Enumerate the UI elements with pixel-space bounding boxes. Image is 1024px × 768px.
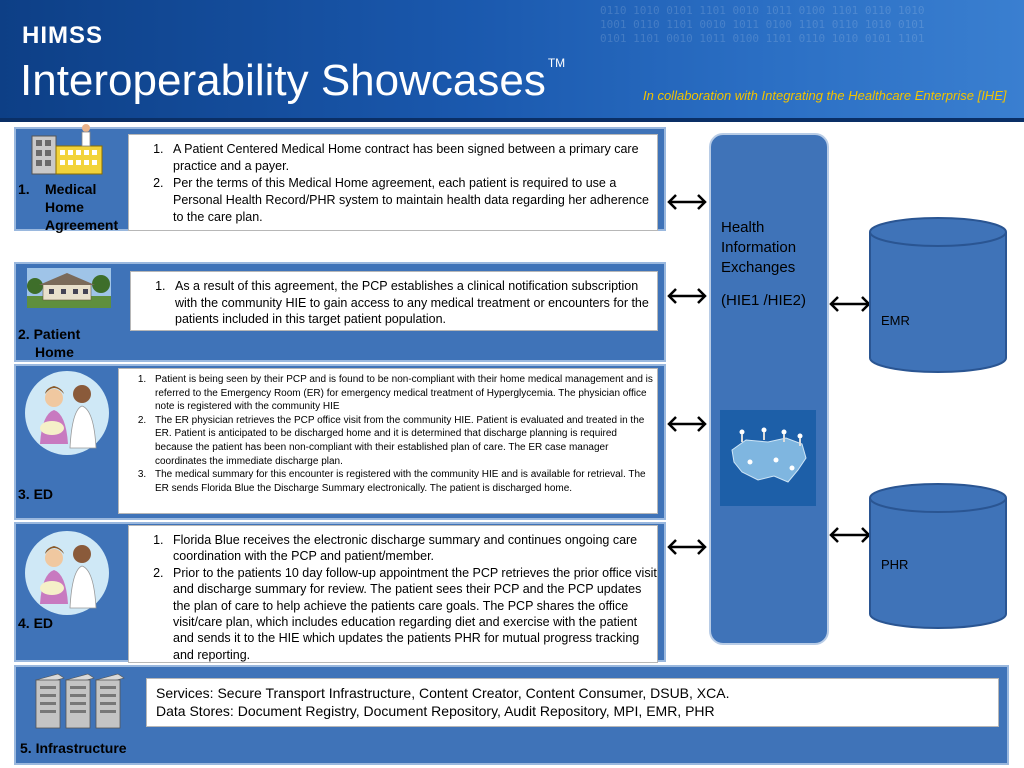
doctor-patient-icon — [25, 531, 109, 615]
phr-database-icon — [869, 483, 1007, 629]
lane-1-number: 1. — [18, 181, 30, 197]
binary-decoration: 0110 1010 0101 1101 0010 1011 0100 1101 … — [600, 4, 925, 45]
double-arrow-icon — [667, 416, 707, 432]
list-item: The ER physician retrieves the PCP offic… — [149, 414, 657, 468]
double-arrow-icon — [667, 194, 707, 210]
hie-column: Health Information Exchanges (HIE1 /HIE2… — [709, 133, 829, 645]
hie-title-line: Exchanges — [721, 259, 796, 276]
list-item: As a result of this agreement, the PCP e… — [169, 278, 657, 328]
double-arrow-icon — [667, 288, 707, 304]
header-banner: 0110 1010 0101 1101 0010 1011 0100 1101 … — [0, 0, 1024, 122]
lane-4-label: 4. ED — [18, 615, 54, 631]
title-text: Interoperability Showcases — [20, 56, 546, 105]
lane-1-label-line: Home — [45, 199, 84, 215]
header-stripe — [0, 118, 1024, 122]
lane-1-textbox: A Patient Centered Medical Home contract… — [128, 134, 658, 231]
list-item: The medical summary for this encounter i… — [149, 468, 657, 495]
doctor-patient-icon — [25, 371, 109, 455]
infrastructure-label: 5. Infrastructure — [20, 740, 127, 756]
list-item: A Patient Centered Medical Home contract… — [167, 141, 657, 175]
lane-1-label-line: Agreement — [45, 217, 119, 233]
lane-3-textbox: Patient is being seen by their PCP and i… — [118, 368, 658, 514]
lane-1-label-line: Medical — [45, 181, 97, 197]
office-building-icon — [31, 124, 103, 175]
list-item: Patient is being seen by their PCP and i… — [149, 373, 657, 414]
lane-2-label-line: 2. Patient — [18, 326, 81, 342]
double-arrow-icon — [829, 527, 871, 543]
hie-title-line: Health — [721, 219, 765, 236]
infrastructure-textbox: Services: Secure Transport Infrastructur… — [146, 678, 999, 727]
emr-label: EMR — [881, 313, 910, 328]
double-arrow-icon — [829, 296, 871, 312]
list-item: Florida Blue receives the electronic dis… — [167, 532, 657, 565]
lane-4-textbox: Florida Blue receives the electronic dis… — [128, 525, 658, 663]
list-item: Prior to the patients 10 day follow-up a… — [167, 565, 657, 663]
data-stores-text: Data Stores: Document Registry, Document… — [156, 703, 715, 719]
us-network-map-icon — [720, 410, 816, 506]
lane-2-label: 2. Patient Home — [18, 325, 80, 361]
double-arrow-icon — [667, 539, 707, 555]
services-text: Services: Secure Transport Infrastructur… — [156, 685, 730, 701]
hie-title-line: Information — [721, 239, 797, 256]
trademark: TM — [547, 56, 566, 70]
himss-logo: HIMSS — [22, 22, 104, 49]
lane-2-label-line: Home — [35, 344, 74, 360]
lane-3-label: 3. ED — [18, 486, 54, 502]
emr-database-icon — [869, 217, 1007, 373]
house-icon — [27, 268, 111, 308]
hie-title: Health Information Exchanges — [721, 218, 796, 278]
phr-label: PHR — [881, 557, 909, 572]
collaboration-text: In collaboration with Integrating the He… — [643, 88, 1007, 103]
lane-2-textbox: As a result of this agreement, the PCP e… — [130, 271, 658, 331]
list-item: Per the terms of this Medical Home agree… — [167, 175, 657, 226]
server-rack-icon — [35, 673, 125, 729]
hie-subtitle: (HIE1 /HIE2) — [721, 292, 807, 309]
